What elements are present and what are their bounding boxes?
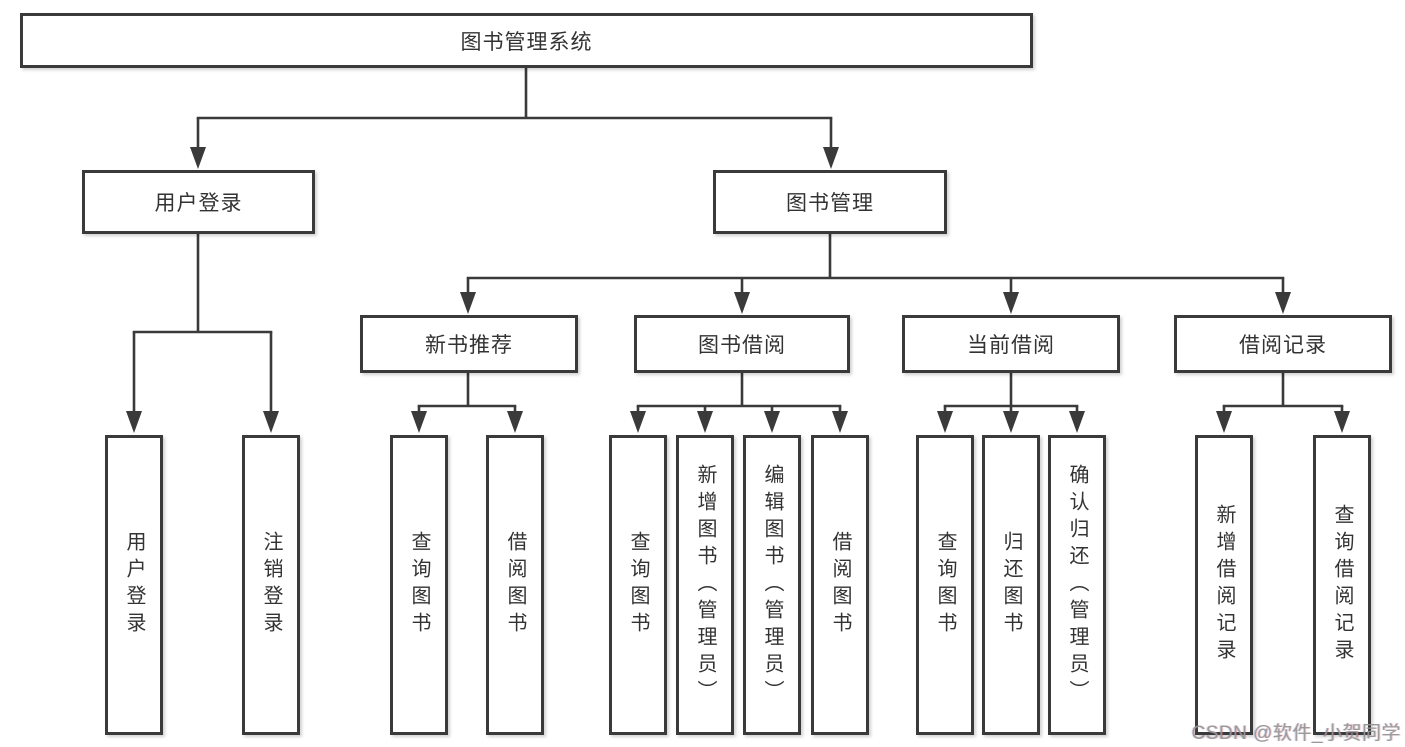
node-leaf-query-book-borrowing: 查询图书 (609, 435, 667, 735)
node-root: 图书管理系统 (20, 13, 1033, 68)
node-leaf-edit-book-admin: 编辑图书（管理员） (743, 435, 801, 735)
node-leaf-query-book-current: 查询图书 (916, 435, 974, 735)
node-leaf-query-borrow-record: 查询借阅记录 (1313, 435, 1371, 735)
node-user-login: 用户登录 (82, 170, 315, 234)
node-borrowing-records: 借阅记录 (1174, 315, 1392, 373)
node-leaf-user-login: 用户登录 (105, 435, 163, 735)
node-book-management: 图书管理 (713, 170, 947, 234)
node-leaf-logout: 注销登录 (242, 435, 300, 735)
node-leaf-borrow-book-recommend: 借阅图书 (486, 435, 544, 735)
node-current-borrowing: 当前借阅 (902, 315, 1120, 373)
node-leaf-add-book-admin: 新增图书（管理员） (676, 435, 734, 735)
csdn-watermark: CSDN @软件_小贺同学 (1191, 723, 1401, 744)
node-leaf-return-book: 归还图书 (982, 435, 1040, 735)
node-leaf-add-borrow-record: 新增借阅记录 (1195, 435, 1253, 735)
node-leaf-confirm-return-admin: 确认归还（管理员） (1048, 435, 1106, 735)
node-new-book-recommend: 新书推荐 (360, 315, 578, 373)
node-leaf-query-book-recommend: 查询图书 (390, 435, 448, 735)
node-leaf-borrow-book: 借阅图书 (811, 435, 869, 735)
node-book-borrowing: 图书借阅 (634, 315, 850, 373)
